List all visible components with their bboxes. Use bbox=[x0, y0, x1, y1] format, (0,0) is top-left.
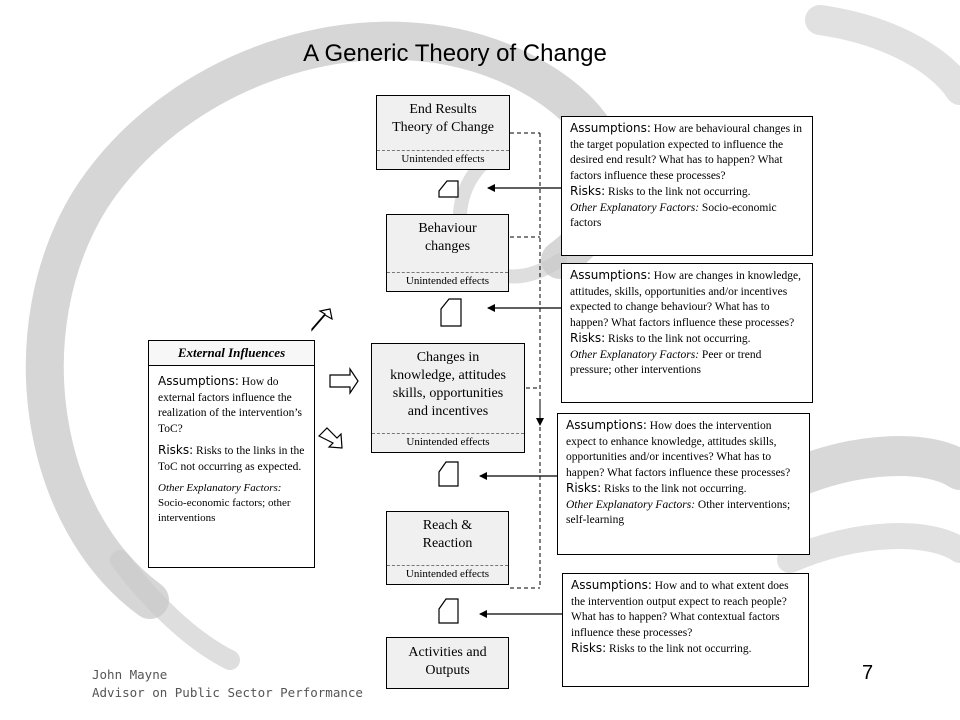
assumptions-label: Assumptions: bbox=[571, 578, 652, 592]
risks-text: Risks to the link not occurring. bbox=[609, 643, 752, 655]
risks-label: Risks: bbox=[570, 184, 606, 198]
end-results-line-2: Theory of Change bbox=[392, 120, 494, 135]
reach-line-2: Reaction bbox=[422, 536, 473, 551]
risks-label: Risks: bbox=[571, 641, 607, 655]
unintended-effects-label: Unintended effects bbox=[387, 565, 508, 584]
risks-text: Risks to the link not occurring. bbox=[608, 333, 751, 345]
presenter-role: Advisor on Public Sector Performance bbox=[92, 685, 363, 700]
assumptions-label: Assumptions: bbox=[158, 374, 239, 388]
risks-label: Risks: bbox=[570, 331, 606, 345]
changes-line-1: Changes in bbox=[416, 350, 480, 365]
external-influences-heading: External Influences bbox=[149, 341, 314, 366]
other-factors-text: Socio-economic factors bbox=[570, 201, 777, 230]
external-risks-text: Risks to the links in the ToC not occurr… bbox=[158, 445, 305, 473]
assumptions-note-knowledge: Assumptions: How does the intervention e… bbox=[557, 413, 810, 555]
behaviour-changes-box: Behaviour changes Unintended effects bbox=[386, 214, 509, 292]
other-factors-text: Peer or trend pressure; other interventi… bbox=[570, 348, 762, 377]
unintended-effects-label: Unintended effects bbox=[387, 272, 508, 291]
assumptions-text: How are behavioural changes in the targe… bbox=[570, 123, 802, 182]
external-assumptions-text: How do external factors influence the re… bbox=[158, 376, 303, 435]
activities-line-1: Activities and bbox=[408, 645, 487, 660]
risks-label: Risks: bbox=[158, 443, 194, 457]
other-factors-label: Other Explanatory Factors: bbox=[566, 498, 696, 511]
changes-line-3: skills, opportunities bbox=[392, 386, 504, 401]
end-results-line-1: End Results bbox=[409, 102, 477, 117]
reach-line-1: Reach & bbox=[422, 518, 473, 533]
other-factors-text: Other interventions; self-learning bbox=[566, 498, 791, 527]
presenter-credit: John Mayne Advisor on Public Sector Perf… bbox=[92, 666, 363, 702]
assumptions-label: Assumptions: bbox=[570, 121, 651, 135]
changes-line-4: and incentives bbox=[407, 404, 489, 419]
knowledge-changes-box: Changes in knowledge, attitudes skills, … bbox=[371, 343, 525, 453]
external-influences-box: External Influences Assumptions: How do … bbox=[148, 340, 315, 568]
presenter-name: John Mayne bbox=[92, 667, 168, 682]
assumptions-text: How and to what extent does the interven… bbox=[571, 580, 789, 639]
risks-text: Risks to the link not occurring. bbox=[608, 186, 751, 198]
other-factors-label: Other Explanatory Factors: bbox=[570, 201, 700, 214]
assumptions-note-reach: Assumptions: How and to what extent does… bbox=[562, 573, 809, 687]
activities-line-2: Outputs bbox=[425, 663, 470, 678]
assumptions-note-end-results: Assumptions: How are behavioural changes… bbox=[561, 116, 813, 256]
assumptions-text: How are changes in knowledge, attitudes,… bbox=[570, 270, 801, 329]
assumptions-text: How does the intervention expect to enha… bbox=[566, 420, 791, 479]
assumptions-label: Assumptions: bbox=[566, 418, 647, 432]
external-other-text: Socio-economic factors; other interventi… bbox=[158, 497, 291, 524]
assumptions-label: Assumptions: bbox=[570, 268, 651, 282]
page-title: A Generic Theory of Change bbox=[303, 40, 607, 67]
behaviour-line-1: Behaviour bbox=[418, 221, 477, 236]
changes-line-2: knowledge, attitudes bbox=[390, 368, 506, 383]
end-results-box: End Results Theory of Change Unintended … bbox=[376, 95, 510, 170]
risks-text: Risks to the link not occurring. bbox=[604, 483, 747, 495]
reach-reaction-box: Reach & Reaction Unintended effects bbox=[386, 511, 509, 585]
other-factors-label: Other Explanatory Factors: bbox=[158, 482, 282, 494]
behaviour-line-2: changes bbox=[424, 239, 471, 254]
unintended-effects-label: Unintended effects bbox=[372, 433, 524, 452]
activities-outputs-box: Activities and Outputs bbox=[386, 637, 509, 689]
other-factors-label: Other Explanatory Factors: bbox=[570, 348, 700, 361]
page-number: 7 bbox=[862, 662, 874, 684]
unintended-effects-label: Unintended effects bbox=[377, 150, 509, 169]
assumptions-note-behaviour: Assumptions: How are changes in knowledg… bbox=[561, 263, 813, 403]
risks-label: Risks: bbox=[566, 481, 602, 495]
